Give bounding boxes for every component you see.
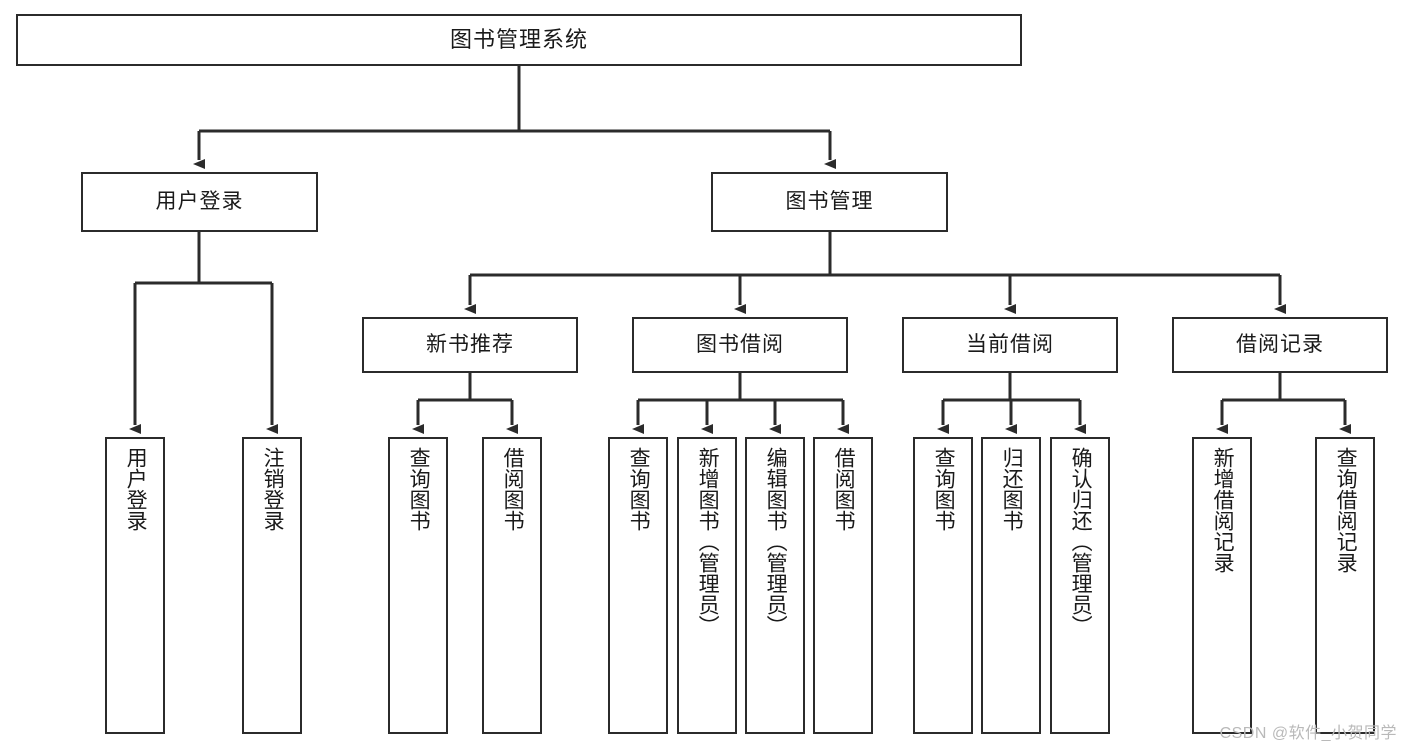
node-label: 归还图书 xyxy=(1000,447,1024,531)
leaf-node[interactable]: 查询图书 xyxy=(608,437,668,734)
node-root[interactable]: 图书管理系统 xyxy=(16,14,1022,66)
node-label: 编辑图书（管理员） xyxy=(764,447,788,636)
node-label: 用户登录 xyxy=(155,190,244,214)
node-user-login[interactable]: 用户登录 xyxy=(81,172,318,232)
watermark-text: CSDN @软件_小贺同学 xyxy=(1219,725,1397,742)
leaf-node[interactable]: 新增图书（管理员） xyxy=(677,437,737,734)
leaf-node[interactable]: 新增借阅记录 xyxy=(1192,437,1252,734)
node-label: 确认归还（管理员） xyxy=(1069,447,1093,636)
node-label: 新增借阅记录 xyxy=(1211,447,1235,573)
leaf-node[interactable]: 借阅图书 xyxy=(482,437,542,734)
node-label: 查询图书 xyxy=(627,447,651,531)
node-label: 查询图书 xyxy=(407,447,431,531)
leaf-node[interactable]: 查询借阅记录 xyxy=(1315,437,1375,734)
node-new-book-recommend[interactable]: 新书推荐 xyxy=(362,317,578,373)
leaf-node[interactable]: 借阅图书 xyxy=(813,437,873,734)
node-book-management[interactable]: 图书管理 xyxy=(711,172,948,232)
leaf-node[interactable]: 注销登录 xyxy=(242,437,302,734)
leaf-node[interactable]: 用户登录 xyxy=(105,437,165,734)
node-label: 新增图书（管理员） xyxy=(696,447,720,636)
node-label: 当前借阅 xyxy=(966,333,1054,357)
leaf-node[interactable]: 归还图书 xyxy=(981,437,1041,734)
leaf-node[interactable]: 查询图书 xyxy=(388,437,448,734)
node-label: 图书借阅 xyxy=(696,333,784,357)
leaf-node[interactable]: 确认归还（管理员） xyxy=(1050,437,1110,734)
node-label: 图书管理系统 xyxy=(449,26,588,52)
node-current-borrow[interactable]: 当前借阅 xyxy=(902,317,1118,373)
node-label: 用户登录 xyxy=(124,447,148,531)
node-label: 新书推荐 xyxy=(426,333,514,357)
node-label: 借阅记录 xyxy=(1236,333,1324,357)
node-borrow-record[interactable]: 借阅记录 xyxy=(1172,317,1388,373)
node-label: 借阅图书 xyxy=(832,447,856,531)
node-label: 借阅图书 xyxy=(501,447,525,531)
leaf-node[interactable]: 查询图书 xyxy=(913,437,973,734)
node-label: 查询图书 xyxy=(932,447,956,531)
node-label: 注销登录 xyxy=(261,447,285,531)
leaf-node[interactable]: 编辑图书（管理员） xyxy=(745,437,805,734)
node-book-borrow[interactable]: 图书借阅 xyxy=(632,317,848,373)
node-label: 查询借阅记录 xyxy=(1334,447,1358,573)
node-label: 图书管理 xyxy=(785,190,874,214)
